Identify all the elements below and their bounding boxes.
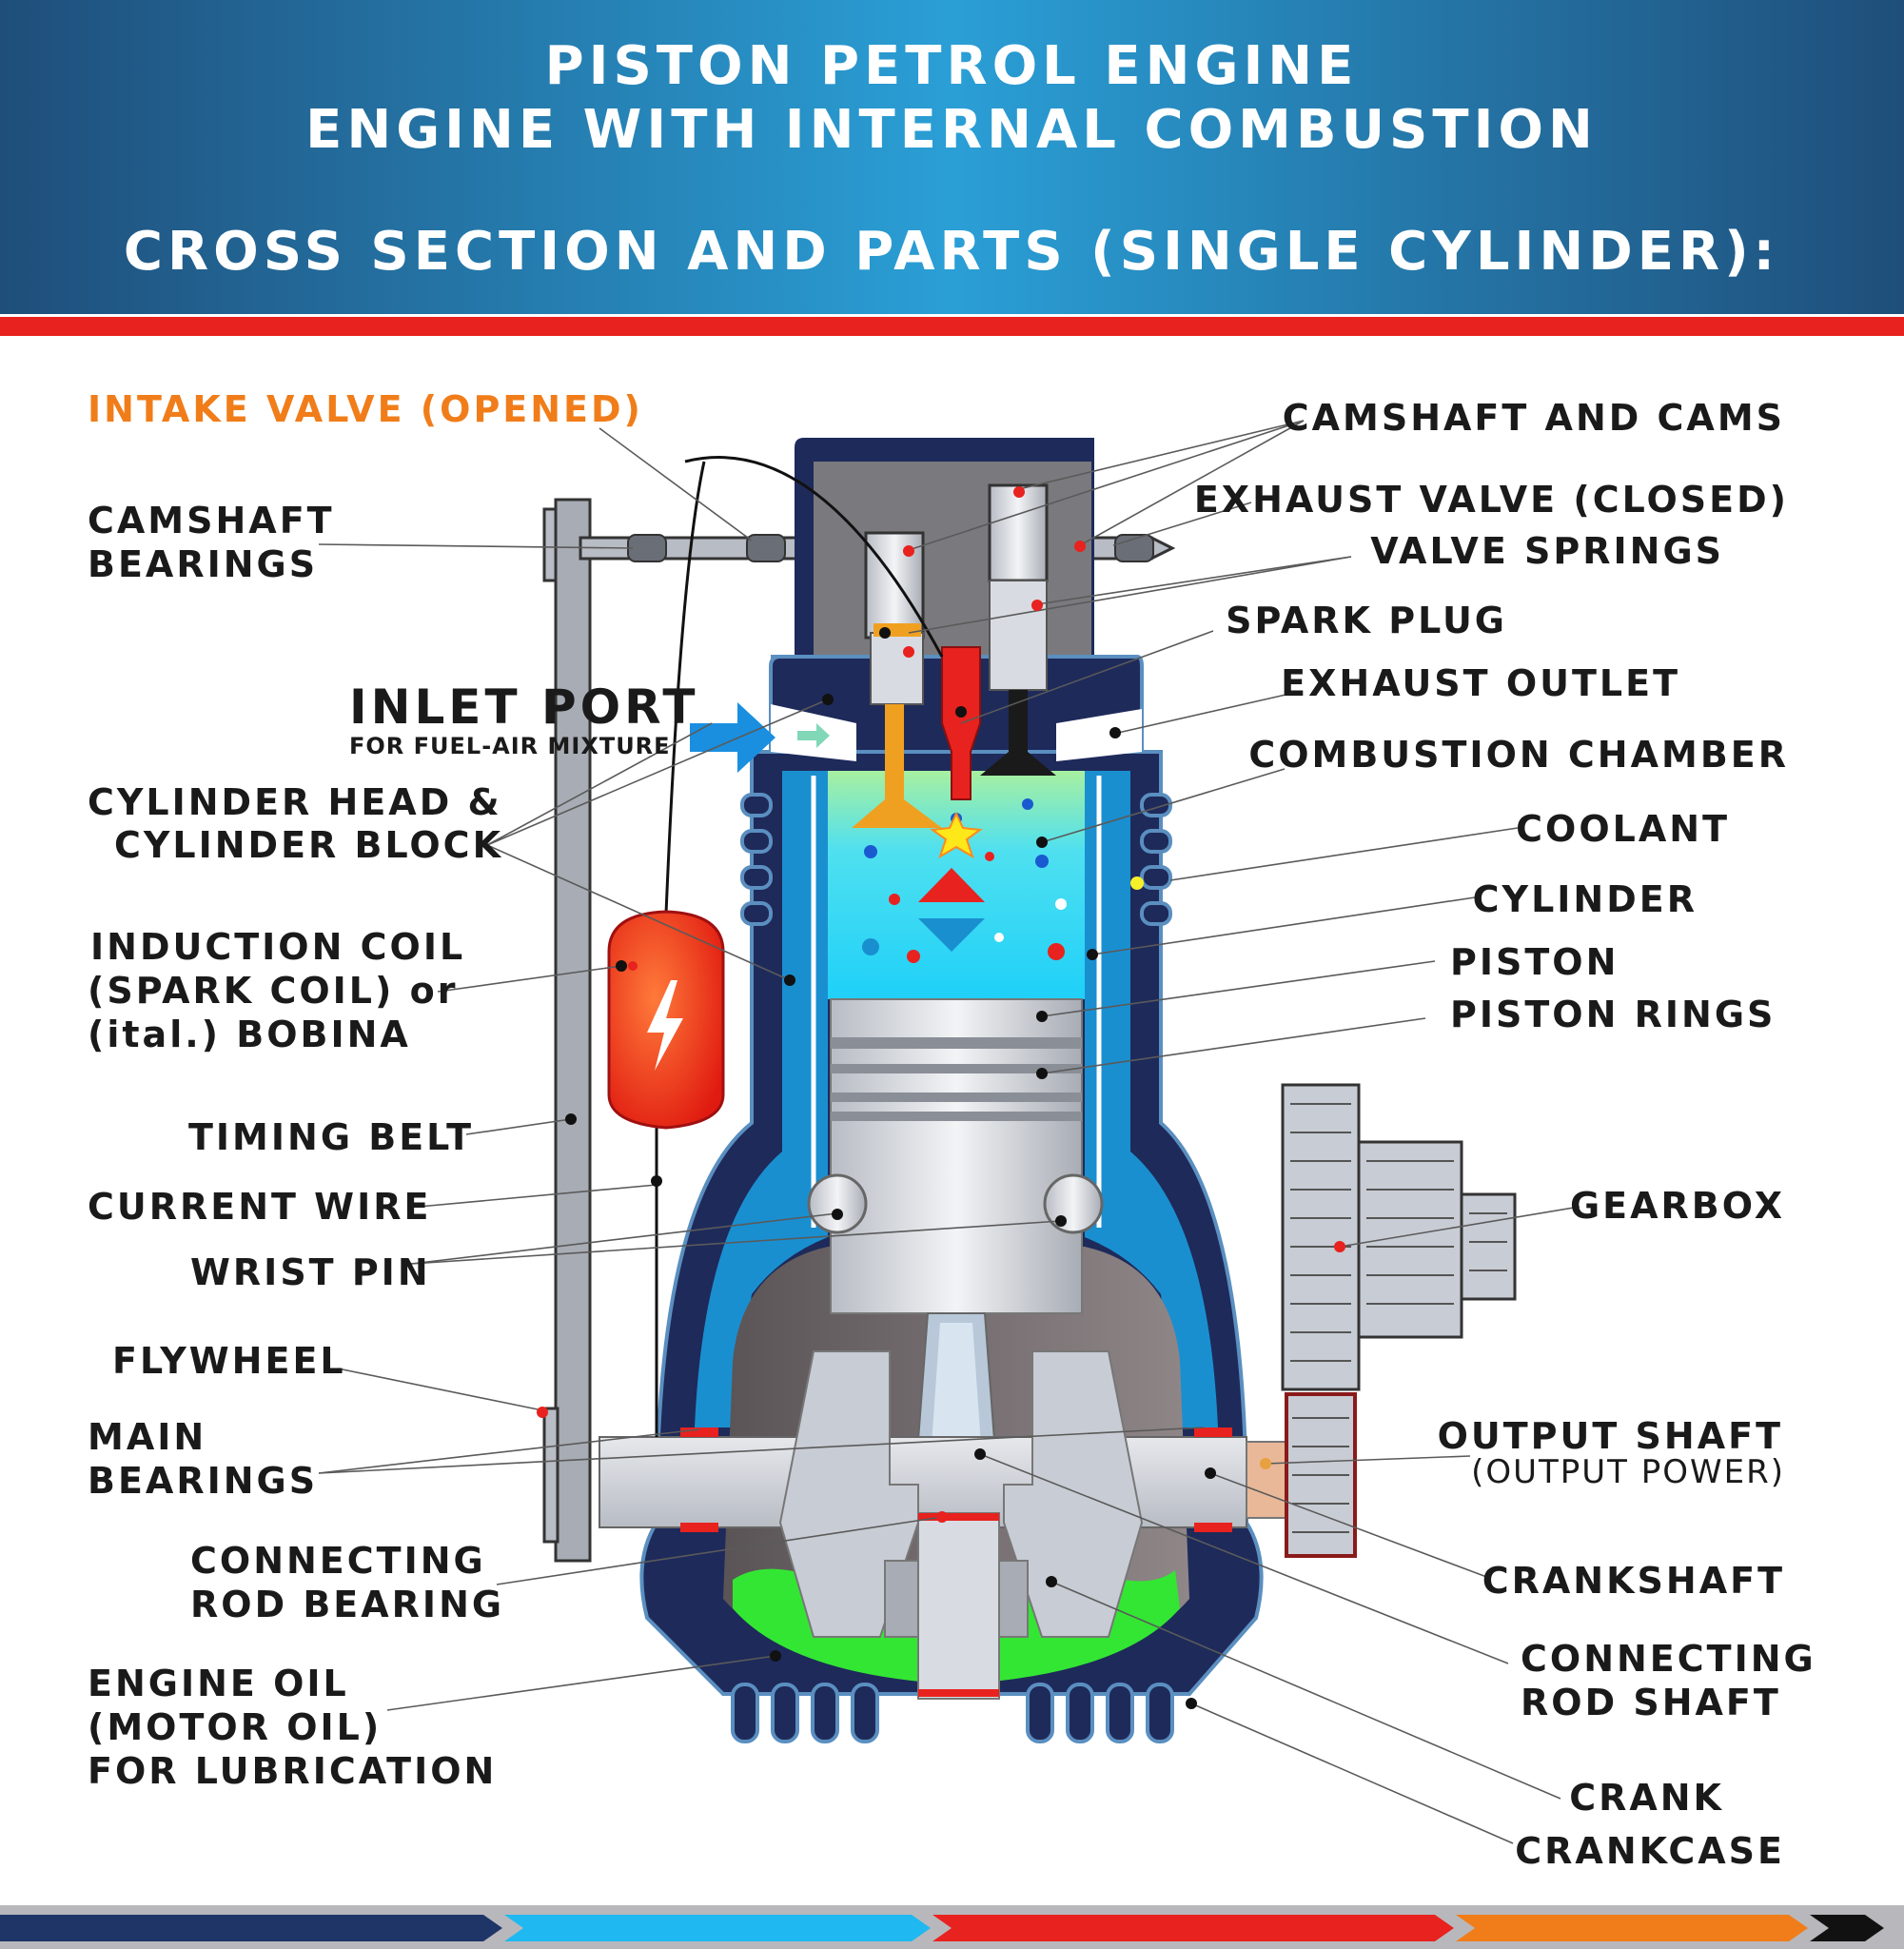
footer-color-strip: [0, 1905, 1904, 1949]
label-main-bearings-2: BEARINGS: [88, 1460, 318, 1502]
label-camshaft-cams: CAMSHAFT AND CAMS: [1283, 397, 1785, 439]
label-coolant: COOLANT: [1516, 808, 1730, 850]
label-output-shaft-1: OUTPUT SHAFT: [1438, 1415, 1783, 1457]
label-inlet-port: INLET PORT: [349, 679, 699, 735]
label-conrod-shaft-2: ROD SHAFT: [1521, 1682, 1781, 1723]
label-spark-plug: SPARK PLUG: [1226, 600, 1507, 641]
label-combustion-chamber: COMBUSTION CHAMBER: [1248, 734, 1789, 776]
label-conrod-bearing-1: CONNECTING: [190, 1540, 486, 1582]
cooling-fins-right: [1140, 793, 1172, 926]
exhaust-valve-stem: [980, 690, 1056, 776]
piston: [807, 998, 1104, 1314]
label-crank: CRANK: [1569, 1777, 1724, 1819]
callout-dots: [537, 486, 1345, 1709]
exhaust-valve-spring: [989, 580, 1048, 691]
stroke-up-arrow: [918, 868, 985, 902]
crankcase-fins: [731, 1683, 1174, 1743]
exhaust-outlet-channel: [1056, 709, 1142, 761]
inlet-arrow-icon: [690, 702, 775, 773]
label-engine-oil-1: ENGINE OIL: [88, 1663, 349, 1704]
label-crankcase: CRANKCASE: [1515, 1830, 1785, 1872]
label-intake-valve: INTAKE VALVE (OPENED): [88, 388, 643, 430]
leader-lines: [318, 420, 1580, 1844]
crankshaft: [599, 1350, 1290, 1700]
inlet-arrow: [690, 702, 830, 773]
title-line-3: CROSS SECTION AND PARTS (SINGLE CYLINDER…: [124, 221, 1779, 283]
label-engine-oil-3: FOR LUBRICATION: [88, 1750, 497, 1792]
label-gearbox: GEARBOX: [1570, 1185, 1785, 1227]
label-camshaft-bearings-2: BEARINGS: [88, 543, 318, 585]
label-current-wire: CURRENT WIRE: [88, 1186, 431, 1228]
label-conrod-shaft-1: CONNECTING: [1521, 1638, 1816, 1680]
exhaust-cam: [988, 483, 1049, 582]
labels-right: CAMSHAFT AND CAMS EXHAUST VALVE (CLOSED)…: [1194, 397, 1816, 1872]
intake-valve-stem: [852, 704, 942, 828]
label-engine-oil-2: (MOTOR OIL): [88, 1706, 382, 1748]
wrist-pin-left: [807, 1173, 868, 1234]
label-exhaust-valve: EXHAUST VALVE (CLOSED): [1194, 479, 1789, 521]
stroke-down-arrow: [918, 918, 985, 952]
label-cylinder: CYLINDER: [1473, 878, 1698, 920]
label-induction-coil-1: INDUCTION COIL: [90, 926, 465, 968]
cylinder: [771, 704, 1142, 1228]
label-induction-coil-3: (ital.) BOBINA: [88, 1014, 411, 1055]
label-main-bearings-1: MAIN: [88, 1416, 206, 1458]
labels-left: INTAKE VALVE (OPENED) CAMSHAFT BEARINGS …: [88, 388, 699, 1792]
label-camshaft-bearings-1: CAMSHAFT: [88, 500, 335, 541]
label-crankshaft: CRANKSHAFT: [1482, 1560, 1785, 1602]
header-banner: PISTON PETROL ENGINE ENGINE WITH INTERNA…: [0, 0, 1904, 336]
title-line-2: ENGINE WITH INTERNAL COMBUSTION: [305, 99, 1598, 161]
gearbox: [1281, 1083, 1517, 1558]
title-line-1: PISTON PETROL ENGINE: [545, 35, 1359, 97]
timing-belt: [542, 498, 592, 1563]
label-cylinder-head-2: CYLINDER BLOCK: [114, 824, 503, 866]
wrist-pin-right: [1043, 1173, 1104, 1234]
ignition-spark: [930, 811, 983, 859]
coolant-jacket: [695, 771, 828, 1427]
label-exhaust-outlet: EXHAUST OUTLET: [1281, 662, 1680, 704]
label-valve-springs: VALVE SPRINGS: [1370, 530, 1724, 572]
label-cylinder-head-1: CYLINDER HEAD &: [88, 781, 502, 823]
label-piston-rings: PISTON RINGS: [1450, 994, 1776, 1035]
label-wrist-pin: WRIST PIN: [190, 1251, 431, 1293]
label-timing-belt: TIMING BELT: [188, 1116, 474, 1158]
intake-valve-spring: [870, 632, 924, 705]
label-induction-coil-2: (SPARK COIL) or: [88, 970, 458, 1012]
label-output-shaft-2: (OUTPUT POWER): [1471, 1453, 1785, 1491]
valve-train: [852, 483, 1056, 828]
label-flywheel: FLYWHEEL: [112, 1340, 346, 1382]
label-conrod-bearing-2: ROD BEARING: [190, 1584, 504, 1625]
label-inlet-port-sub: FOR FUEL-AIR MIXTURE: [349, 733, 671, 759]
cooling-fins-left: [740, 793, 773, 926]
label-piston: PISTON: [1450, 941, 1619, 983]
lightning-bolt-icon: [647, 980, 683, 1071]
